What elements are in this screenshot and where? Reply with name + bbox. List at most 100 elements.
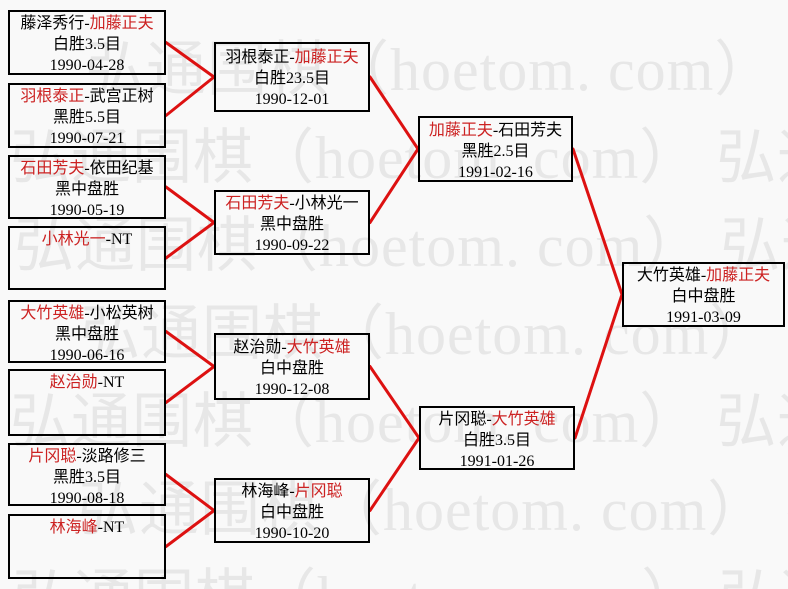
- player-right: 小松英树: [89, 305, 154, 322]
- match-box: 石田芳夫-依田纪基 黑中盘胜 1990-05-19: [8, 155, 166, 219]
- match-box: 藤泽秀行-加藤正夫 白胜3.5目 1990-04-28: [8, 10, 166, 75]
- player-separator: -: [97, 374, 103, 391]
- match-date: 1991-03-09: [666, 309, 741, 326]
- match-date: [10, 559, 164, 580]
- player-left: 石田芳夫: [225, 195, 290, 212]
- match-players: 藤泽秀行-加藤正夫: [10, 13, 164, 34]
- player-left: 大竹英雄: [636, 267, 701, 284]
- match-result: 黑中盘胜: [54, 181, 119, 198]
- match-result: 白中盘胜: [259, 504, 324, 521]
- player-left: 赵治勋: [49, 374, 98, 391]
- match-players: 石田芳夫-小林光一: [216, 193, 368, 214]
- match-date: 1990-06-16: [49, 347, 125, 364]
- match-date: 1990-12-01: [254, 91, 330, 108]
- bracket-line: [164, 41, 216, 79]
- match-result: 白胜3.5目: [462, 432, 531, 449]
- match-box: 片冈聪-大竹英雄 白胜3.5目 1991-01-26: [419, 406, 575, 470]
- player-left: 大竹英雄: [20, 305, 85, 322]
- player-left: 加藤正夫: [428, 122, 493, 139]
- watermark-text: 弘通围棋（hoetom. com） 弘通围棋（hoetom. com）: [12, 568, 788, 589]
- player-right: 加藤正夫: [294, 49, 359, 66]
- match-players: 羽根泰正-加藤正夫: [216, 47, 368, 68]
- player-right: NT: [103, 519, 125, 536]
- match-players: 大竹英雄-加藤正夫: [624, 265, 783, 286]
- watermark-text: 弘通围棋（hoetom. com） 弘通围棋（hoetom. com）: [78, 477, 788, 543]
- player-left: 羽根泰正: [225, 49, 290, 66]
- match-box: 赵治勋-NT: [8, 369, 166, 436]
- match-result: [10, 538, 164, 559]
- match-box: 羽根泰正-加藤正夫 白胜23.5目 1990-12-01: [214, 42, 370, 112]
- bracket-line: [368, 436, 421, 512]
- match-box: 林海峰-片冈聪 白中盘胜 1990-10-20: [214, 478, 370, 543]
- bracket-line: [164, 473, 216, 512]
- match-box: 大竹英雄-小松英树 黑中盘胜 1990-06-16: [8, 300, 166, 364]
- player-left: 藤泽秀行: [20, 15, 85, 32]
- match-players: 赵治勋-大竹英雄: [216, 337, 368, 358]
- player-separator: -: [76, 448, 82, 465]
- match-box: 大竹英雄-加藤正夫 白中盘胜 1991-03-09: [622, 262, 785, 327]
- bracket-line: [368, 147, 420, 224]
- match-date: [10, 414, 164, 435]
- player-left: 片冈聪: [438, 411, 487, 428]
- match-date: 1990-08-18: [49, 490, 125, 507]
- match-result: 黑中盘胜: [259, 216, 324, 233]
- match-players: 加藤正夫-石田芳夫: [420, 120, 571, 141]
- bracket-line: [571, 147, 624, 296]
- bracket-line: [164, 221, 216, 260]
- bracket-line: [368, 365, 421, 440]
- match-result: 黑胜2.5目: [461, 143, 530, 160]
- match-date: 1990-05-19: [49, 202, 125, 219]
- player-left: 羽根泰正: [20, 88, 85, 105]
- player-separator: -: [105, 231, 111, 248]
- match-result: 白中盘胜: [671, 288, 736, 305]
- match-box: 加藤正夫-石田芳夫 黑胜2.5目 1991-02-16: [418, 116, 573, 182]
- match-date: 1990-10-20: [254, 525, 330, 542]
- match-players: 羽根泰正-武宫正树: [10, 86, 164, 107]
- player-right: 加藤正夫: [89, 15, 154, 32]
- watermark-text: 弘通围棋（hoetom. com） 弘通围棋（hoetom. com）: [10, 389, 788, 455]
- match-result: [10, 250, 164, 271]
- bracket-line: [164, 330, 216, 368]
- match-date: 1990-04-28: [49, 57, 125, 74]
- player-right: 依田纪基: [89, 160, 154, 177]
- player-right: NT: [111, 231, 133, 248]
- bracket-line: [368, 75, 420, 151]
- match-date: [10, 271, 164, 292]
- player-left: 片冈聪: [28, 448, 77, 465]
- match-date: 1991-01-26: [459, 453, 535, 470]
- player-right: NT: [103, 374, 125, 391]
- match-players: 大竹英雄-小松英树: [10, 303, 164, 324]
- player-right: 片冈聪: [294, 483, 343, 500]
- player-separator: -: [486, 411, 492, 428]
- player-separator: -: [84, 15, 90, 32]
- match-result: 黑胜5.5目: [52, 109, 121, 126]
- match-result: 白胜3.5目: [52, 36, 121, 53]
- match-box: 片冈聪-淡路修三 黑胜3.5目 1990-08-18: [8, 443, 166, 507]
- match-result: 白胜23.5目: [253, 70, 330, 87]
- player-left: 石田芳夫: [20, 160, 85, 177]
- match-box: 赵治勋-大竹英雄 白中盘胜 1990-12-08: [214, 333, 370, 400]
- match-players: 石田芳夫-依田纪基: [10, 158, 164, 179]
- match-result: 白中盘胜: [259, 360, 324, 377]
- match-date: 1990-07-21: [49, 130, 125, 147]
- player-right: 大竹英雄: [491, 411, 556, 428]
- match-players: 林海峰-片冈聪: [216, 481, 368, 502]
- match-date: 1990-12-08: [254, 381, 330, 398]
- player-separator: -: [492, 122, 499, 139]
- bracket-line: [164, 509, 216, 548]
- player-right: 加藤正夫: [706, 267, 771, 284]
- match-box: 羽根泰正-武宫正树 黑胜5.5目 1990-07-21: [8, 83, 166, 148]
- match-box: 石田芳夫-小林光一 黑中盘胜 1990-09-22: [214, 190, 370, 255]
- player-left: 赵治勋: [233, 339, 282, 356]
- player-left: 林海峰: [49, 519, 98, 536]
- player-right: 石田芳夫: [498, 122, 563, 139]
- player-left: 小林光一: [41, 231, 106, 248]
- match-players: 赵治勋-NT: [10, 372, 164, 393]
- match-box: 小林光一-NT: [8, 226, 166, 290]
- player-right: 武宫正树: [89, 88, 154, 105]
- player-separator: -: [84, 88, 90, 105]
- match-date: 1990-09-22: [254, 237, 330, 254]
- match-date: 1991-02-16: [458, 164, 533, 181]
